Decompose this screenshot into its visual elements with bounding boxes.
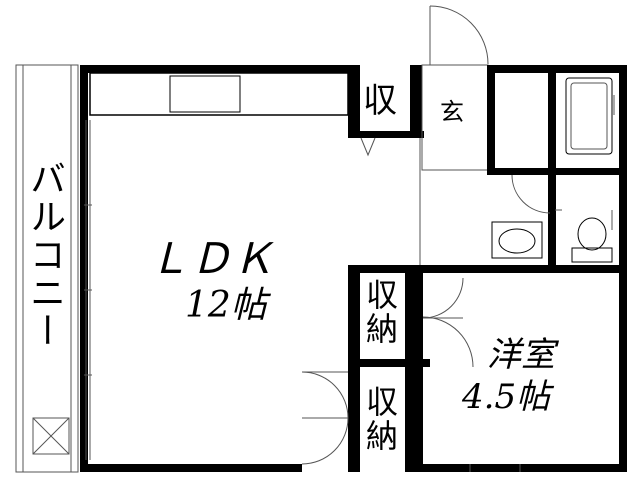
storage-mid-label: 収納	[361, 278, 399, 346]
hatch-box	[32, 417, 70, 455]
storage-bottom-label: 収納	[361, 385, 399, 453]
balcony	[15, 64, 79, 473]
windows	[84, 120, 521, 472]
storage-top-label: 収	[363, 81, 397, 121]
entrance	[421, 5, 489, 171]
toilet-bowl	[577, 217, 607, 251]
ldk-size: 12帖	[185, 285, 267, 326]
bathroom	[487, 65, 619, 175]
door-swing-mid	[422, 277, 464, 319]
bathtub	[565, 77, 613, 155]
kitchen-counter	[89, 72, 349, 116]
ldk-door	[301, 371, 349, 465]
wash-toilet	[420, 174, 627, 273]
storage-top-walls	[348, 65, 424, 157]
storage-mid-walls	[348, 265, 430, 373]
toilet-tank	[571, 247, 613, 263]
balcony-label: バルコニー	[24, 160, 65, 350]
ldk-name: ＬＤＫ	[148, 234, 275, 283]
storage-bottom-walls	[348, 367, 423, 472]
western-room-name: 洋室	[487, 335, 555, 375]
western-room-size: 4.5帖	[462, 377, 551, 417]
door-swing-western	[422, 316, 474, 368]
entrance-label: 玄	[440, 98, 464, 126]
sink	[491, 221, 543, 259]
